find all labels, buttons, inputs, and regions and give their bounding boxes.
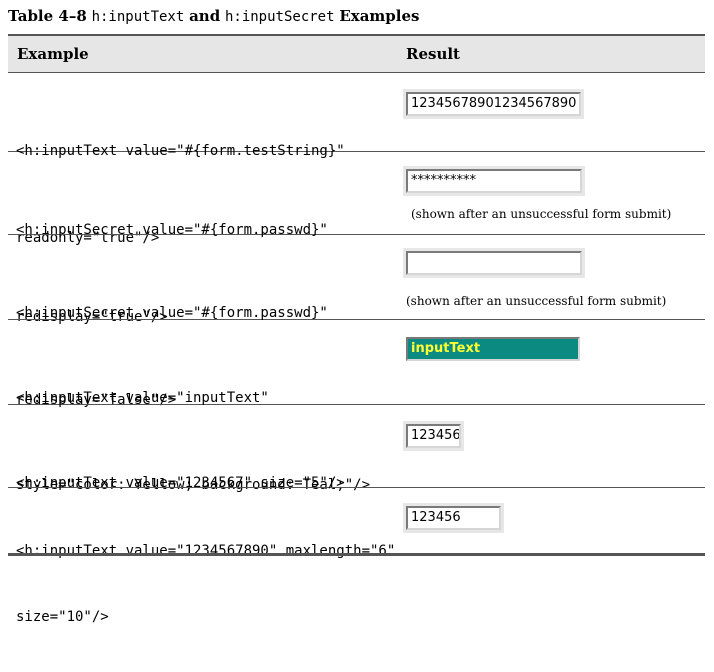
example-code: <h:inputText value="1234567890" maxlengt…: [16, 496, 396, 672]
maxlength-text-field[interactable]: 123456: [406, 506, 501, 530]
examples-table: Example Result <h:inputText value="#{for…: [8, 34, 705, 625]
table-bottom-rule: [8, 553, 705, 556]
code-line: size="10"/>: [16, 609, 109, 625]
code-line: <h:inputSecret value="#{form.passwd}": [16, 305, 328, 321]
result-note: (shown after an unsuccessful form submit…: [406, 294, 667, 308]
caption-examples: Examples: [339, 7, 420, 25]
table-row: <h:inputSecret value="#{form.passwd}" re…: [8, 235, 705, 408]
code-line: <h:inputText value="1234567" size="5"/>: [16, 475, 345, 491]
table-row: <h:inputSecret value="#{form.passwd}" re…: [8, 152, 705, 325]
header-result: Result: [406, 45, 460, 63]
header-example: Example: [17, 45, 89, 63]
example-code: <h:inputText value="1234567" size="5"/>: [16, 411, 396, 556]
size-limited-text-field[interactable]: 123456: [406, 424, 461, 448]
code-line: <h:inputText value="1234567890" maxlengt…: [16, 543, 396, 559]
readonly-text-field[interactable]: 12345678901234567890: [406, 92, 581, 116]
table-caption: Table 4–8 h:inputText and h:inputSecret …: [8, 3, 419, 29]
caption-tag-inputsecret: h:inputSecret: [224, 9, 335, 25]
example-code: <h:inputSecret value="#{form.passwd}" re…: [16, 158, 396, 390]
result-note: (shown after an unsuccessful form submit…: [411, 207, 672, 221]
code-line: redisplay="true"/>: [16, 309, 168, 325]
table-row: <h:inputText value="1234567" size="5"/> …: [8, 405, 705, 491]
table-row: <h:inputText value="inputText" style="co…: [8, 320, 705, 493]
styled-text-field[interactable]: inputText: [406, 337, 580, 361]
code-line: <h:inputText value="inputText": [16, 390, 269, 406]
code-line: <h:inputText value="#{form.testString}": [16, 143, 345, 159]
table-row: <h:inputText value="#{form.testString}" …: [8, 73, 705, 246]
password-field-redisplay[interactable]: **********: [406, 169, 582, 193]
password-field-empty[interactable]: [406, 251, 582, 275]
caption-and: and: [189, 7, 221, 25]
example-code: <h:inputText value="inputText" style="co…: [16, 326, 396, 558]
code-line: <h:inputSecret value="#{form.passwd}": [16, 222, 328, 238]
caption-tag-inputtext: h:inputText: [91, 9, 185, 25]
table-header: Example Result: [8, 34, 705, 73]
code-line: style="color: Yellow; background: Teal;"…: [16, 477, 371, 493]
table-number: Table 4–8: [8, 7, 87, 25]
